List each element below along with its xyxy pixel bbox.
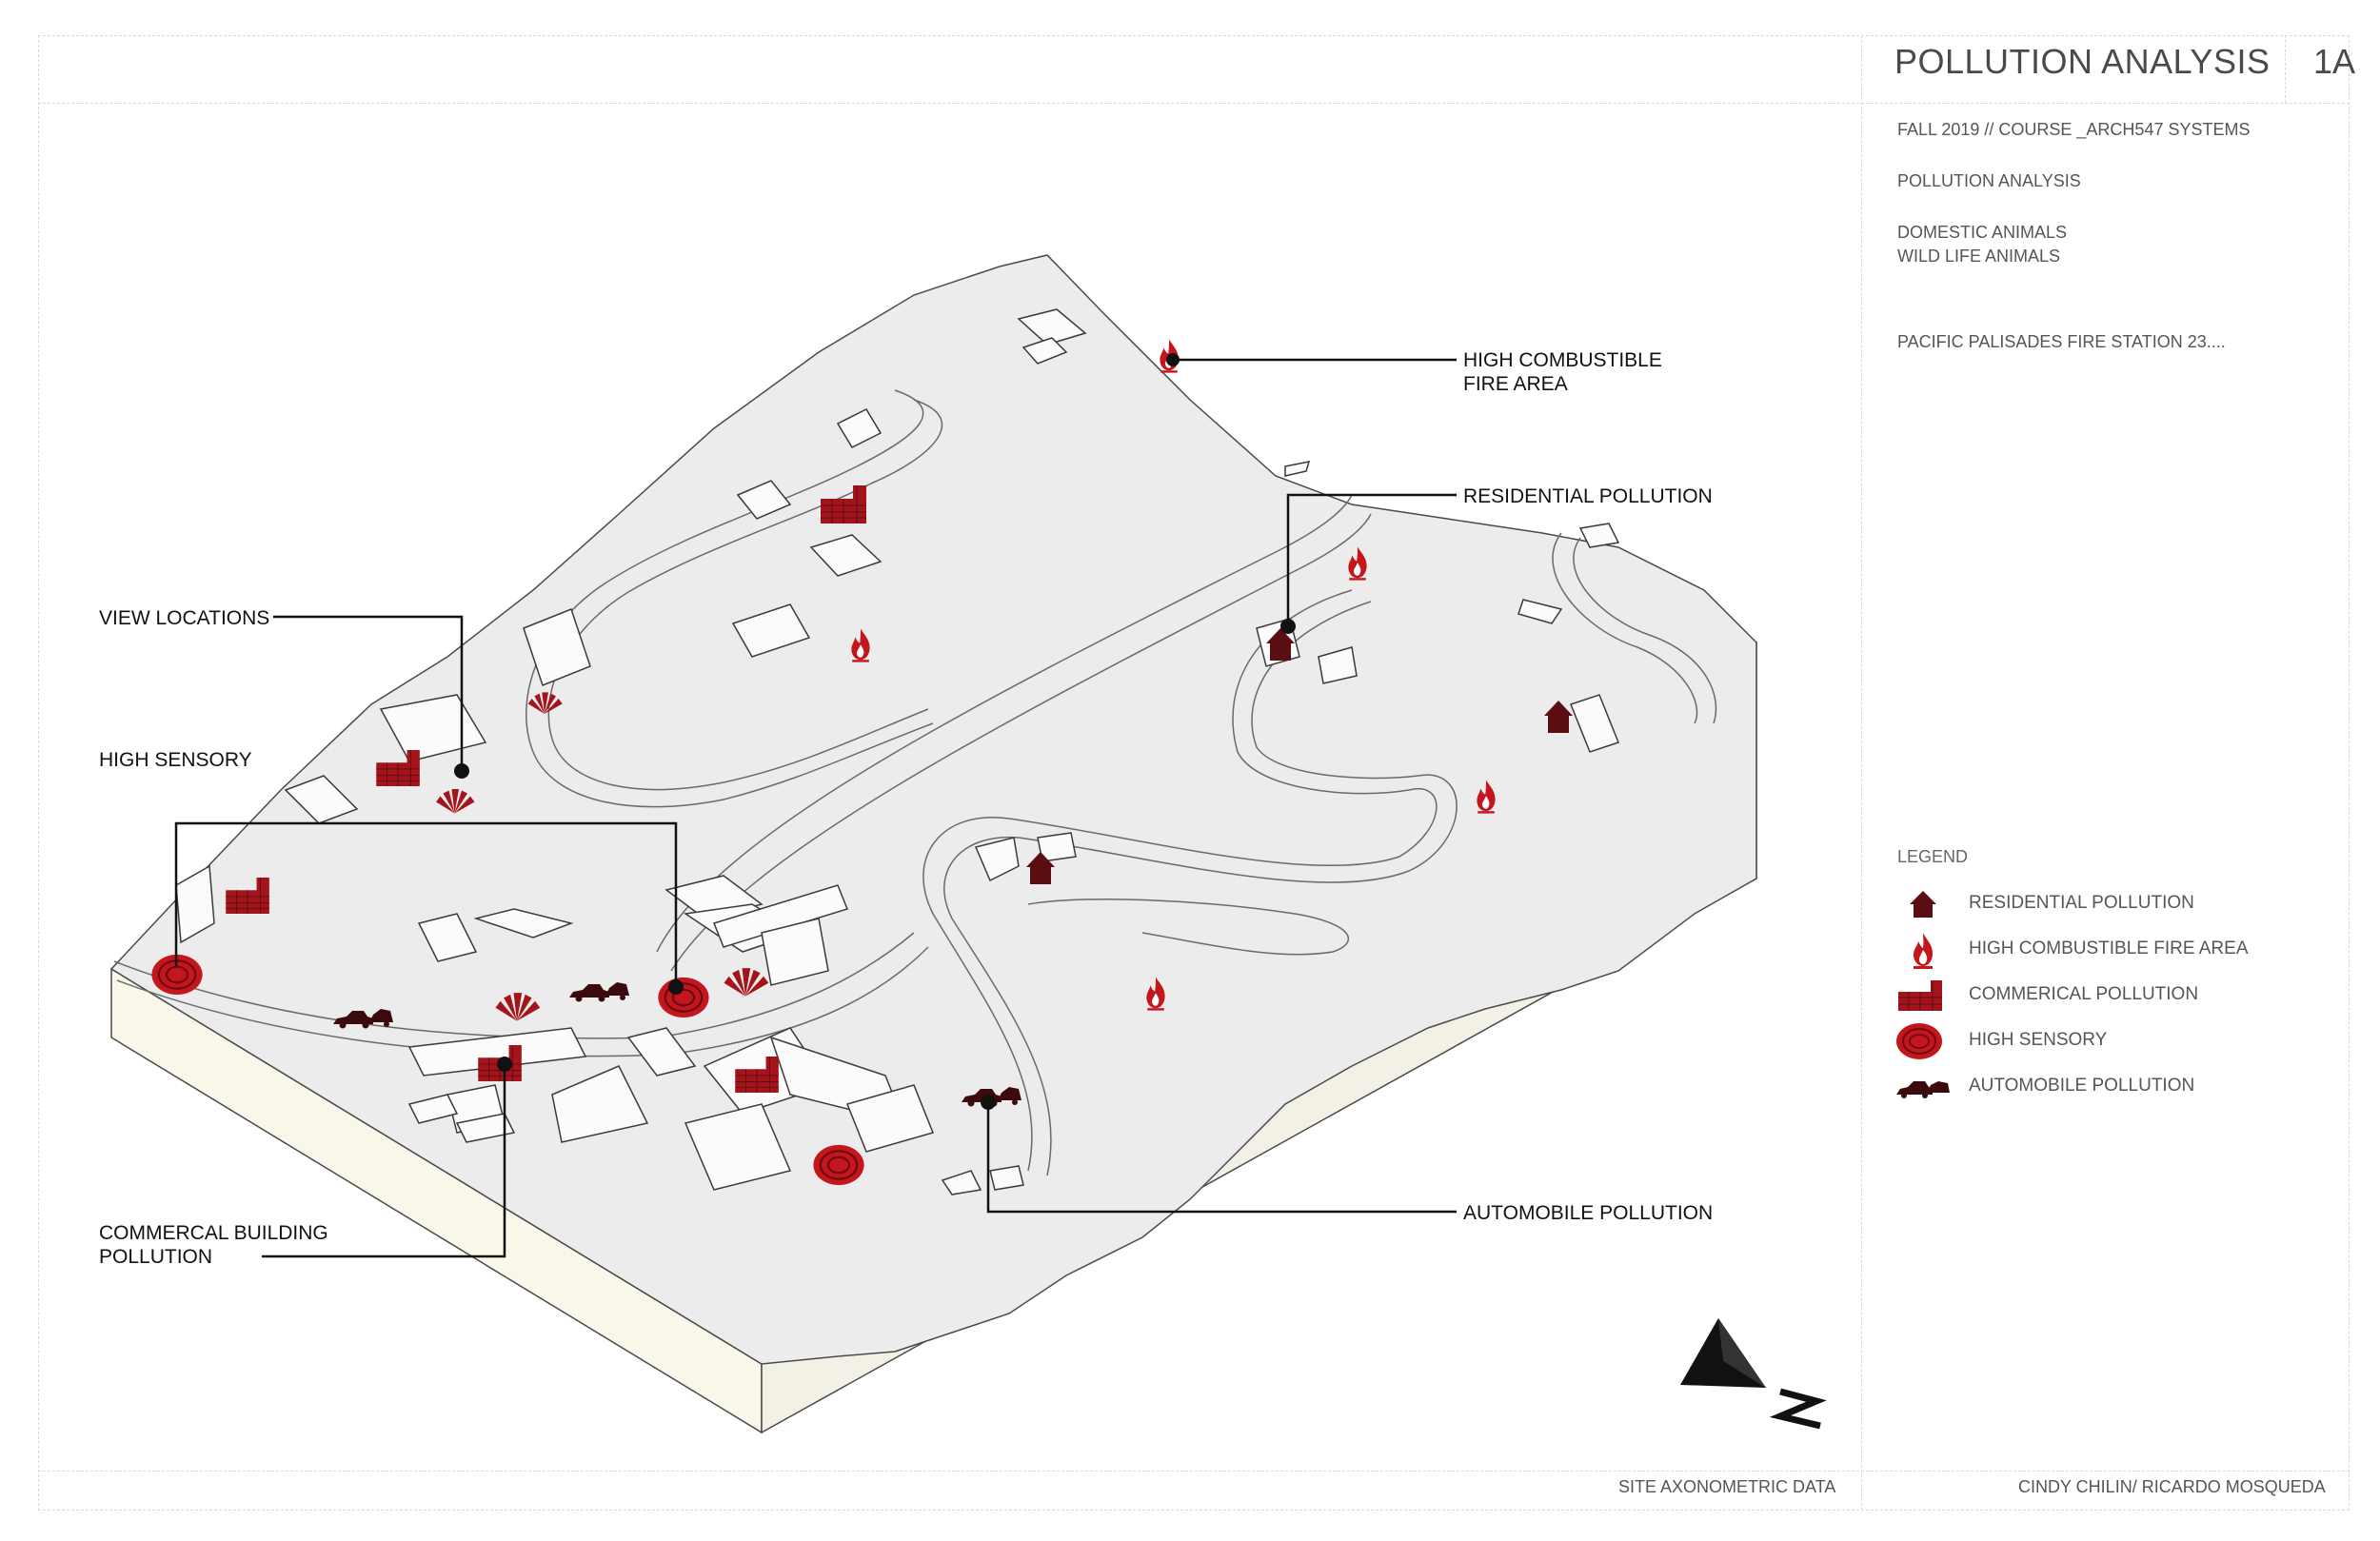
callout-dots xyxy=(454,353,1296,1110)
callout-fire-line2: FIRE AREA xyxy=(1463,373,1568,395)
sensory-rings-icon xyxy=(812,1144,865,1186)
callout-leaders xyxy=(174,358,1457,1258)
header-divider xyxy=(38,103,2350,104)
sheet-frame xyxy=(38,35,2350,1511)
callout-residential: RESIDENTIAL POLLUTION xyxy=(1463,485,1713,507)
callout-commercial-line1: COMMERCAL BUILDING xyxy=(99,1222,328,1244)
legend-label: COMMERICAL POLLUTION xyxy=(1969,984,2199,1004)
sheet-number: 1A xyxy=(2313,42,2356,81)
legend-label: RESIDENTIAL POLLUTION xyxy=(1969,893,2194,913)
page-title: POLLUTION ANALYSIS xyxy=(1894,42,2271,81)
sensory-rings-icon xyxy=(657,977,710,1018)
legend-label: HIGH COMBUSTIBLE FIRE AREA xyxy=(1969,938,2249,958)
subject-info: POLLUTION ANALYSIS xyxy=(1897,171,2081,190)
legend-item-commercial: COMMERICAL POLLUTION xyxy=(1894,977,2275,1015)
legend-item-automobile: AUTOMOBILE POLLUTION xyxy=(1894,1068,2275,1106)
car-icon xyxy=(1896,1081,1950,1098)
factory-icon xyxy=(1898,980,1942,1011)
terrain-surface xyxy=(109,254,1757,1365)
course-info: FALL 2019 // COURSE _ARCH547 SYSTEMS xyxy=(1897,120,2251,139)
legend-label: AUTOMOBILE POLLUTION xyxy=(1969,1076,2195,1096)
legend-item-sensory: HIGH SENSORY xyxy=(1894,1022,2275,1060)
flame-icon xyxy=(1914,933,1933,969)
footer-divider xyxy=(38,1471,2350,1472)
house-icon xyxy=(1910,891,1936,918)
callout-view-locations: VIEW LOCATIONS xyxy=(99,607,269,629)
callout-high-sensory: HIGH SENSORY xyxy=(99,749,252,771)
sidebar-divider xyxy=(1861,35,1862,1511)
animals-line-2: WILD LIFE ANIMALS xyxy=(1897,247,2061,266)
legend-title: LEGEND xyxy=(1897,847,1969,866)
footer-right-text: CINDY CHILIN/ RICARDO MOSQUEDA xyxy=(2018,1477,2326,1496)
site-axonometric: HIGH COMBUSTIBLE FIRE AREA RESIDENTIAL P… xyxy=(99,254,1827,1434)
sensory-rings-icon xyxy=(1896,1023,1942,1059)
legend-item-fire: HIGH COMBUSTIBLE FIRE AREA xyxy=(1894,931,2275,969)
callout-automobile: AUTOMOBILE POLLUTION xyxy=(1463,1202,1713,1224)
callout-fire-line1: HIGH COMBUSTIBLE xyxy=(1463,349,1662,371)
footer-left-text: SITE AXONOMETRIC DATA xyxy=(1618,1477,1836,1496)
sheet-number-divider xyxy=(2285,35,2286,103)
north-arrow-icon xyxy=(1680,1318,1827,1430)
legend-label: HIGH SENSORY xyxy=(1969,1030,2108,1050)
fire-station-info: PACIFIC PALISADES FIRE STATION 23.... xyxy=(1897,332,2226,351)
animals-line-1: DOMESTIC ANIMALS xyxy=(1897,223,2068,242)
legend-item-residential: RESIDENTIAL POLLUTION xyxy=(1894,885,2275,923)
callout-commercial-line2: POLLUTION xyxy=(99,1246,212,1268)
